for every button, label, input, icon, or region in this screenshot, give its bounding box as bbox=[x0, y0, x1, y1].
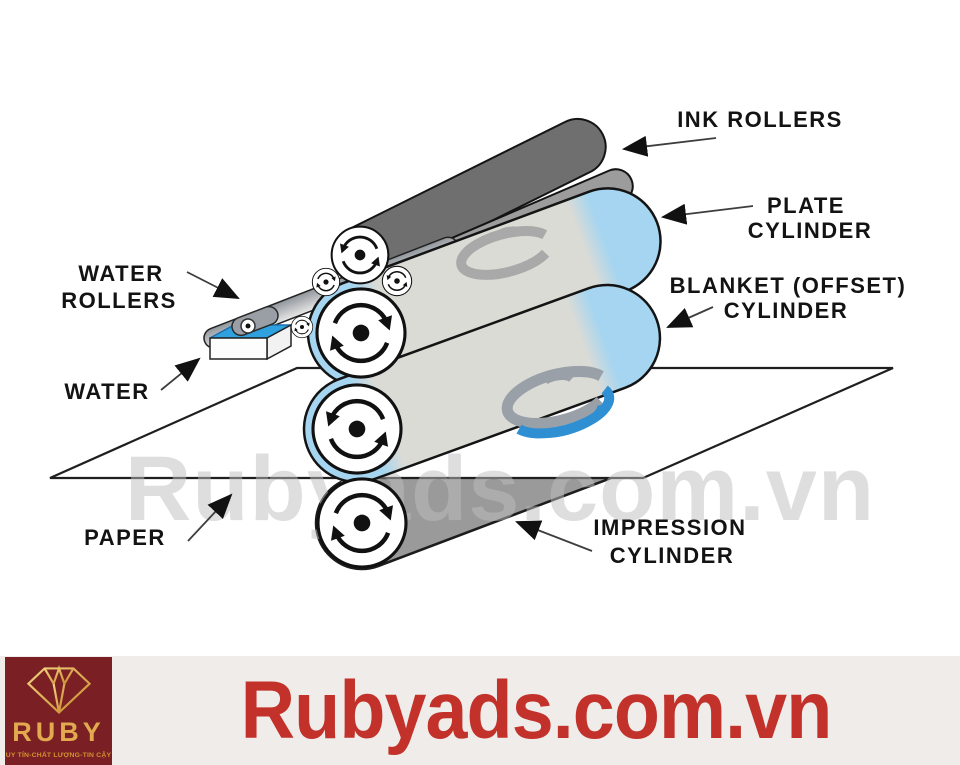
water-rollers-arrow bbox=[186, 271, 240, 299]
label-arrows bbox=[160, 135, 754, 552]
brand-name: RUBY bbox=[12, 717, 105, 747]
label-water-rollers-1: WATER bbox=[78, 261, 163, 286]
blanket-swirl-logo bbox=[501, 366, 615, 439]
ink-roller-rotation bbox=[330, 225, 390, 285]
water-roller-rotation-2 bbox=[290, 315, 314, 339]
label-water-rollers-2: ROLLERS bbox=[61, 288, 177, 313]
label-plate-2: CYLINDER bbox=[748, 218, 872, 243]
website-text: Rubyads.com.vn bbox=[240, 664, 833, 756]
label-plate-1: PLATE bbox=[767, 193, 845, 218]
ink-rollers-arrow bbox=[621, 135, 717, 157]
blanket-cylinder-rotation bbox=[313, 385, 401, 473]
plate-swirl-logo bbox=[456, 226, 550, 280]
impression-arrow bbox=[515, 520, 593, 552]
label-ink-rollers: INK ROLLERS bbox=[677, 107, 843, 132]
label-impression-2: CYLINDER bbox=[610, 543, 734, 568]
plate-arrow bbox=[660, 203, 754, 225]
watermark-text: Rubyads.com.vn bbox=[125, 438, 875, 540]
diamond-icon bbox=[26, 665, 91, 714]
ruby-logo: RUBY UY TÍN-CHẤT LƯỢNG-TIN CẬY bbox=[5, 657, 112, 765]
label-water: WATER bbox=[64, 379, 149, 404]
brand-tagline: UY TÍN-CHẤT LƯỢNG-TIN CẬY bbox=[5, 752, 112, 759]
water-tray bbox=[209, 305, 292, 361]
water-roller-rotation-1 bbox=[311, 267, 341, 297]
label-impression-1: IMPRESSION bbox=[593, 515, 746, 540]
footer: RUBY UY TÍN-CHẤT LƯỢNG-TIN CẬY Rubyads.c… bbox=[0, 656, 960, 765]
paper-arrow bbox=[187, 493, 233, 542]
plate-cylinder-rotation bbox=[317, 289, 405, 377]
impression-cylinder-rotation bbox=[318, 479, 406, 567]
label-blanket-1: BLANKET (OFFSET) bbox=[670, 273, 907, 298]
small-ink-roller-rotation bbox=[381, 265, 413, 297]
diagram-canvas: Rubyads.com.vn bbox=[49, 107, 907, 571]
ductor-roller-dot bbox=[245, 323, 251, 329]
blanket-arrow bbox=[666, 306, 714, 328]
tray-front-face bbox=[209, 337, 268, 360]
labels: INK ROLLERS PLATE CYLINDER BLANKET (OFFS… bbox=[61, 107, 907, 568]
water-arrow bbox=[160, 357, 201, 391]
label-paper: PAPER bbox=[84, 525, 166, 550]
label-blanket-2: CYLINDER bbox=[724, 298, 848, 323]
